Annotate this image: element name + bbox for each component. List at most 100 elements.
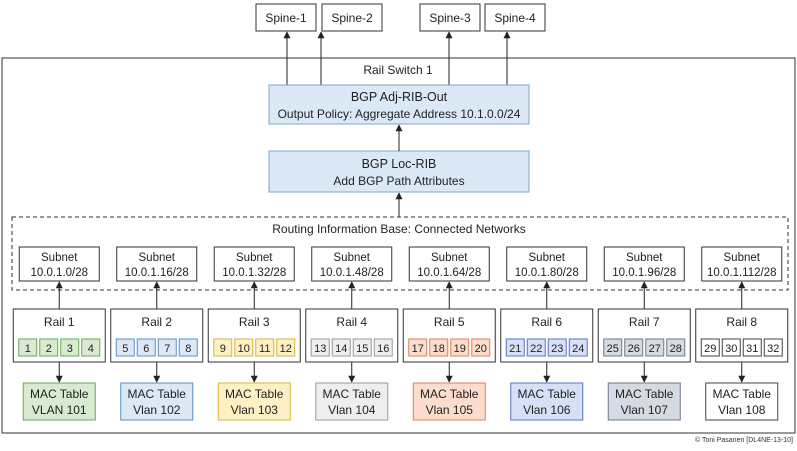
rail-label: Rail 3 bbox=[239, 315, 270, 329]
port-box bbox=[624, 338, 644, 357]
port-box bbox=[115, 338, 135, 357]
port-box bbox=[39, 338, 59, 357]
subnet-address: 10.0.1.80/28 bbox=[515, 267, 579, 279]
port-number: 3 bbox=[67, 343, 73, 355]
subnet-box bbox=[18, 246, 100, 282]
port-box bbox=[645, 338, 665, 357]
port-number: 26 bbox=[628, 343, 640, 355]
port-number: 4 bbox=[88, 343, 94, 355]
port-number: 6 bbox=[143, 343, 149, 355]
port-box bbox=[603, 338, 623, 357]
subnet-box bbox=[701, 246, 783, 282]
port-number: 17 bbox=[412, 343, 424, 355]
subnet-label: Subnet bbox=[724, 252, 761, 264]
bgp-loc-rib-box: BGP Loc-RIB Add BGP Path Attributes bbox=[268, 150, 530, 193]
mac-table-label: MAC Table bbox=[30, 387, 89, 401]
rail-label: Rail 4 bbox=[336, 315, 367, 329]
port-number: 16 bbox=[377, 343, 389, 355]
port-number: 21 bbox=[509, 343, 521, 355]
spine-box bbox=[321, 3, 383, 32]
port-number: 7 bbox=[164, 343, 170, 355]
rail-label: Rail 7 bbox=[629, 315, 660, 329]
port-box bbox=[568, 338, 588, 357]
subnet-label: Subnet bbox=[334, 252, 371, 264]
subnet-box bbox=[311, 246, 393, 282]
subnet-address: 10.0.1.0/28 bbox=[30, 267, 88, 279]
mac-table-label: MAC Table bbox=[225, 387, 284, 401]
port-box bbox=[352, 338, 372, 357]
port-number: 32 bbox=[767, 343, 779, 355]
port-box bbox=[331, 338, 351, 357]
subnet-address: 10.0.1.96/28 bbox=[612, 267, 676, 279]
rail-label: Rail 6 bbox=[531, 315, 562, 329]
subnet-box bbox=[408, 246, 490, 282]
port-number: 19 bbox=[454, 343, 466, 355]
port-number: 22 bbox=[530, 343, 542, 355]
mac-table-vlan: Vlan 103 bbox=[231, 403, 279, 417]
port-number: 9 bbox=[220, 343, 226, 355]
port-box bbox=[276, 338, 296, 357]
spine-box bbox=[419, 3, 481, 32]
adj-rib-out-title: BGP Adj-RIB-Out bbox=[351, 90, 448, 104]
routing-information-base-label: Routing Information Base: Connected Netw… bbox=[272, 222, 525, 236]
port-box bbox=[505, 338, 525, 357]
subnet-label: Subnet bbox=[431, 252, 468, 264]
mac-table-label: MAC Table bbox=[713, 387, 772, 401]
rail-label: Rail 2 bbox=[141, 315, 172, 329]
rail-switch-frame bbox=[1, 57, 796, 434]
port-box bbox=[450, 338, 470, 357]
port-box bbox=[81, 338, 101, 357]
port-number: 12 bbox=[280, 343, 292, 355]
mac-table-box bbox=[510, 382, 584, 421]
spine-4: Spine-4 bbox=[484, 3, 546, 85]
loc-rib-title: BGP Loc-RIB bbox=[362, 157, 437, 171]
port-number: 14 bbox=[335, 343, 347, 355]
mac-table-vlan: Vlan 105 bbox=[426, 403, 474, 417]
mac-table-vlan: Vlan 107 bbox=[621, 403, 669, 417]
mac-table-label: MAC Table bbox=[615, 387, 674, 401]
port-number: 11 bbox=[259, 343, 270, 355]
port-number: 1 bbox=[25, 343, 31, 355]
spine-1: Spine-1 bbox=[255, 3, 317, 85]
spine-box bbox=[255, 3, 317, 32]
mac-table-label: MAC Table bbox=[420, 387, 479, 401]
port-box bbox=[471, 338, 491, 357]
mac-table-vlan: Vlan 102 bbox=[133, 403, 181, 417]
subnet-label: Subnet bbox=[626, 252, 663, 264]
port-box bbox=[136, 338, 156, 357]
port-number: 20 bbox=[475, 343, 487, 355]
adj-rib-out-subtitle: Output Policy: Aggregate Address 10.1.0.… bbox=[278, 107, 521, 121]
port-box bbox=[700, 338, 720, 357]
port-box bbox=[178, 338, 198, 357]
subnet-label: Subnet bbox=[529, 252, 566, 264]
rail-label: Rail 1 bbox=[44, 315, 75, 329]
mac-table-vlan: VLAN 101 bbox=[32, 403, 87, 417]
rail-switch-label: Rail Switch 1 bbox=[363, 63, 433, 77]
port-box bbox=[18, 338, 38, 357]
port-number: 28 bbox=[670, 343, 682, 355]
port-number: 18 bbox=[433, 343, 445, 355]
port-box bbox=[255, 338, 275, 357]
port-number: 24 bbox=[572, 343, 584, 355]
spine-3: Spine-3 bbox=[419, 3, 481, 85]
subnet-box bbox=[603, 246, 685, 282]
subnet-box bbox=[116, 246, 198, 282]
subnet-address: 10.0.1.112/28 bbox=[707, 267, 777, 279]
port-box bbox=[157, 338, 177, 357]
port-box bbox=[547, 338, 567, 357]
subnet-box bbox=[506, 246, 588, 282]
port-box bbox=[60, 338, 80, 357]
mac-table-label: MAC Table bbox=[518, 387, 577, 401]
mac-table-box bbox=[315, 382, 389, 421]
port-number: 2 bbox=[46, 343, 52, 355]
mac-table-vlan: Vlan 104 bbox=[328, 403, 376, 417]
